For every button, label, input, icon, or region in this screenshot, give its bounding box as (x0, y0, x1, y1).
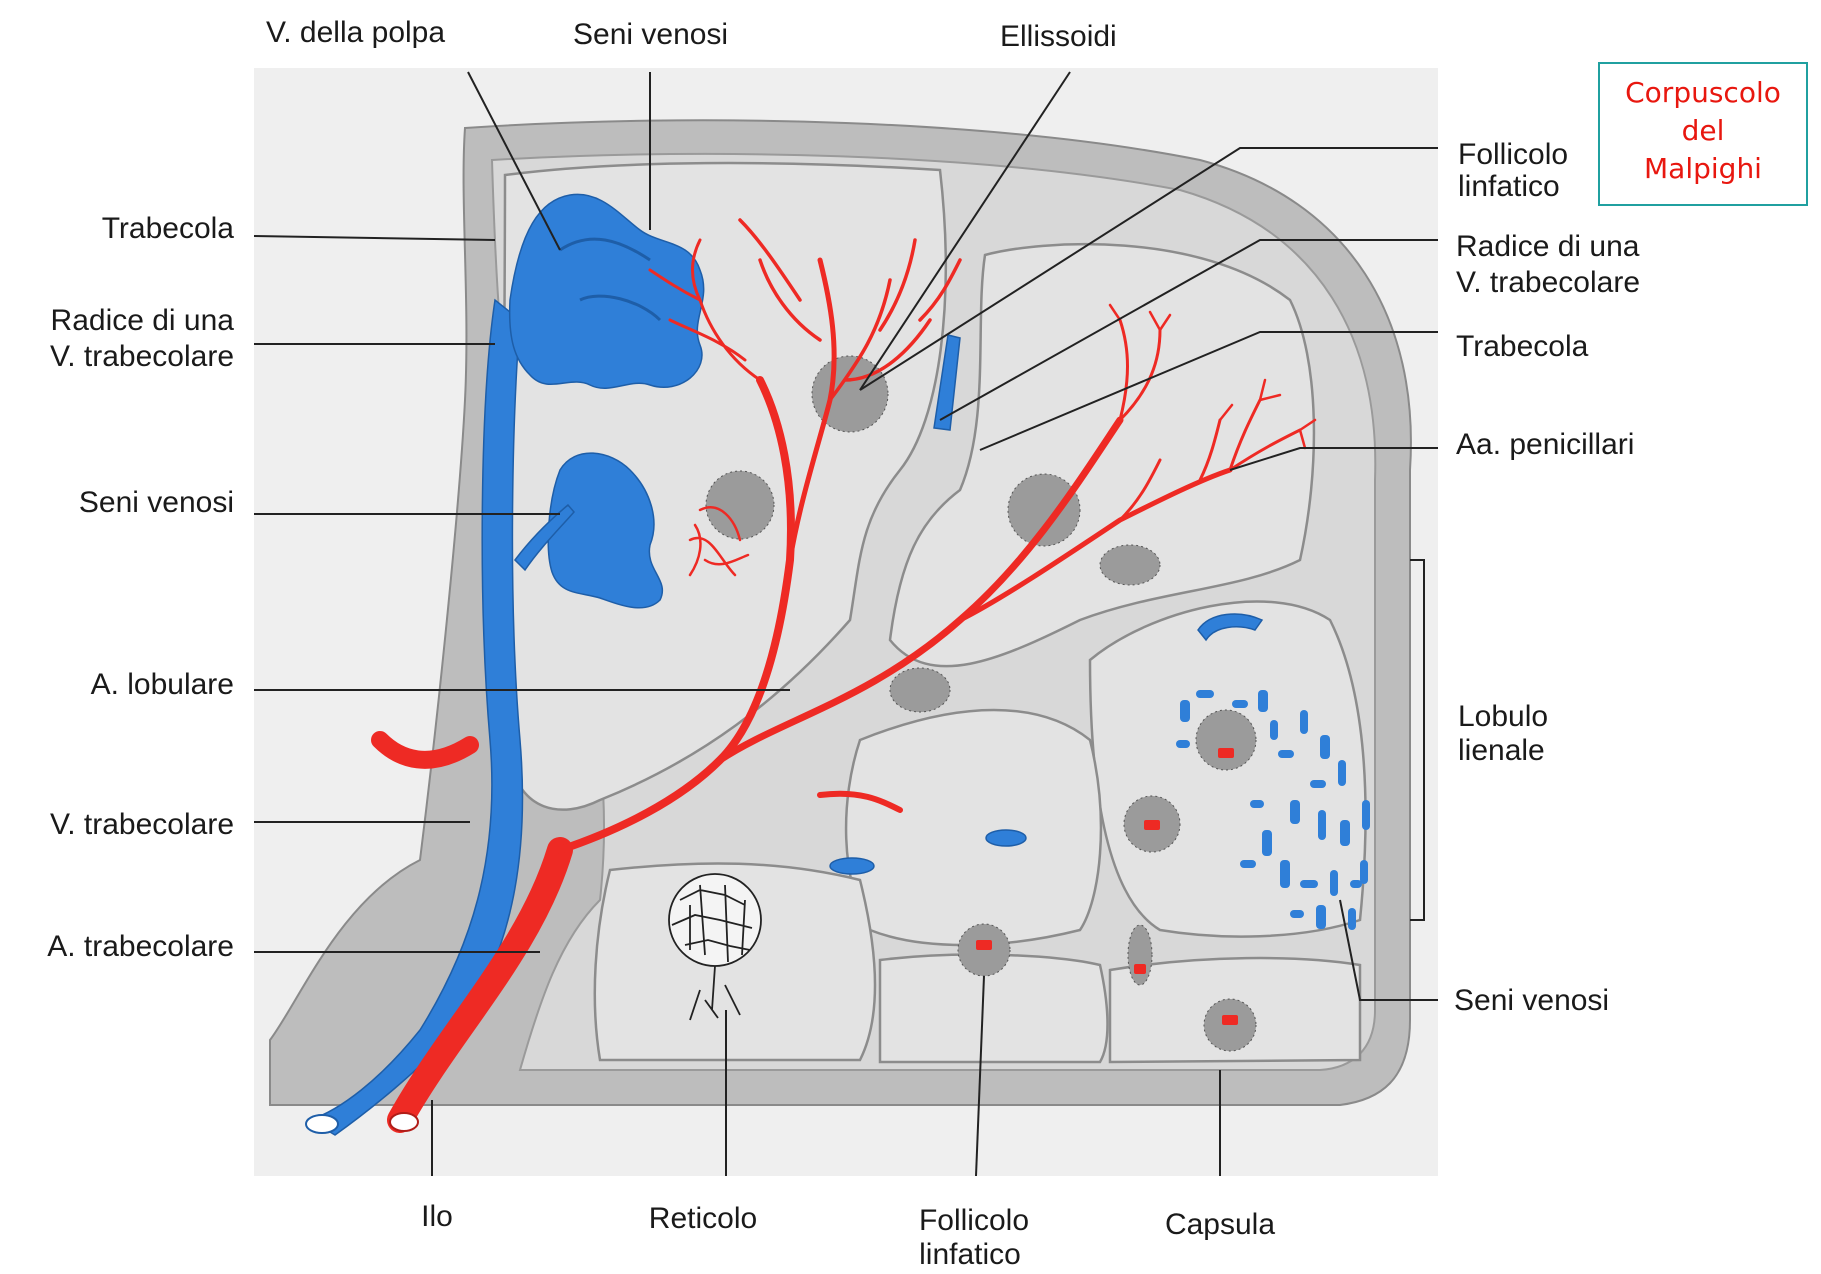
label-radice-right-2: V. trabecolare (1456, 266, 1640, 299)
artery-cut-end (390, 1113, 418, 1131)
label-seni-venosi-right: Seni venosi (1454, 984, 1609, 1017)
label-ilo: Ilo (421, 1200, 453, 1233)
callout-line-1: Corpuscolo (1600, 74, 1806, 112)
label-ellissoidi: Ellissoidi (1000, 20, 1117, 53)
label-lienale: lienale (1458, 734, 1545, 767)
label-radice-right-1: Radice di una (1456, 230, 1640, 263)
label-a-lobulare: A. lobulare (91, 668, 234, 701)
callout-line-3: Malpighi (1600, 150, 1806, 188)
label-follicolo-right-1: Follicolo (1458, 138, 1568, 171)
label-follicolo-bottom-2: linfatico (919, 1238, 1021, 1271)
malpighi-callout: Corpuscolo del Malpighi (1598, 62, 1808, 206)
callout-line-2: del (1600, 112, 1806, 150)
label-seni-venosi-left: Seni venosi (79, 486, 234, 519)
label-trabecola-right: Trabecola (1456, 330, 1589, 363)
label-a-trabecolare: A. trabecolare (47, 930, 234, 963)
label-radice-left-1: Radice di una (51, 304, 235, 337)
label-follicolo-right-2: linfatico (1458, 170, 1560, 203)
label-v-trabecolare-left: V. trabecolare (50, 808, 234, 841)
label-radice-left-2: V. trabecolare (50, 340, 234, 373)
label-follicolo-bottom-1: Follicolo (919, 1204, 1029, 1237)
label-v-della-polpa: V. della polpa (266, 16, 445, 49)
label-aa-penicillari: Aa. penicillari (1456, 428, 1634, 461)
label-seni-venosi-top: Seni venosi (573, 18, 728, 51)
label-reticolo: Reticolo (649, 1202, 757, 1235)
label-trabecola-left: Trabecola (102, 212, 235, 245)
vein-cut-end (306, 1115, 338, 1133)
label-capsula: Capsula (1165, 1208, 1275, 1241)
label-lobulo: Lobulo (1458, 700, 1548, 733)
